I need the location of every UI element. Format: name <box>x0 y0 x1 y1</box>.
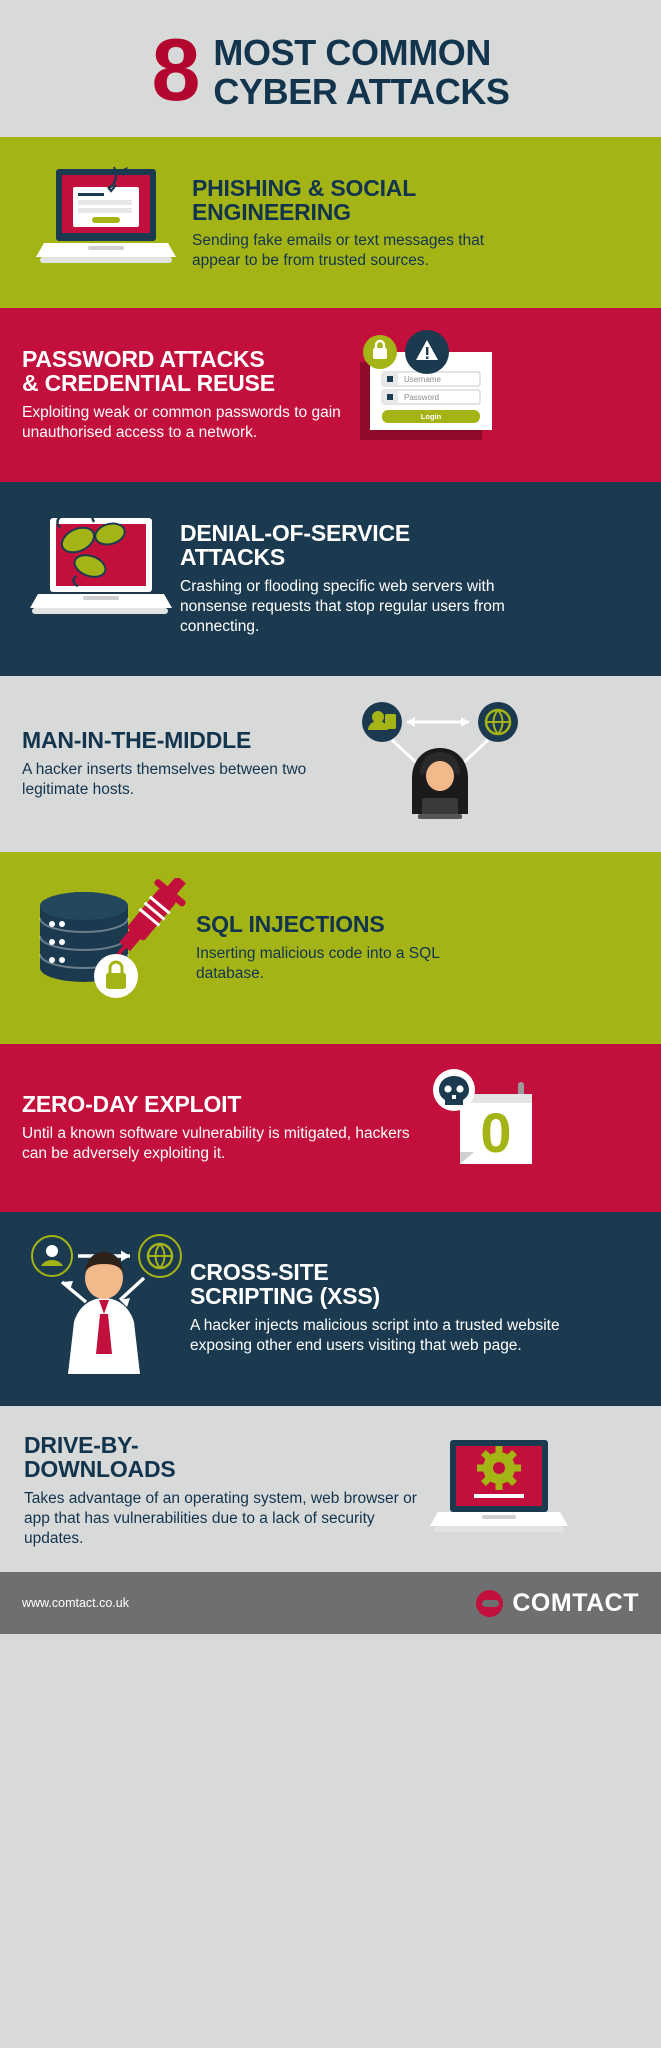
section-denial-of-service-title: DENIAL-OF-SERVICE ATTACKS <box>180 521 540 570</box>
comtact-mark-icon <box>476 1589 504 1617</box>
section-sql-injections: SQL INJECTIONS Inserting malicious code … <box>0 852 661 1045</box>
section-dos-title-line2: ATTACKS <box>180 544 286 571</box>
username-placeholder-text: Username <box>404 375 441 384</box>
section-drive-by-text: DRIVE-BY- DOWNLOADS Takes advantage of a… <box>24 1433 424 1549</box>
laptop-gear-icon <box>424 1432 574 1550</box>
section-denial-of-service-text: DENIAL-OF-SERVICE ATTACKS Crashing or fl… <box>180 521 540 637</box>
section-denial-of-service: DENIAL-OF-SERVICE ATTACKS Crashing or fl… <box>0 482 661 677</box>
section-xss-body: A hacker injects malicious script into a… <box>190 1316 560 1354</box>
section-xss-title: CROSS-SITE SCRIPTING (XSS) <box>190 1260 580 1309</box>
section-phishing-body: Sending fake emails or text messages tha… <box>192 232 485 270</box>
page-title: MOST COMMON CYBER ATTACKS <box>213 32 510 112</box>
section-drive-by-downloads: DRIVE-BY- DOWNLOADS Takes advantage of a… <box>0 1406 661 1573</box>
database-syringe-icon <box>26 878 196 1018</box>
section-mitm-title: MAN-IN-THE-MIDDLE <box>22 727 252 754</box>
section-phishing-text: PHISHING & SOCIAL ENGINEERING Sending fa… <box>192 174 522 272</box>
section-zero-day: ZERO-DAY EXPLOIT Until a known software … <box>0 1044 661 1213</box>
section-phishing-title-line2: ENGINEERING <box>192 198 351 225</box>
hacker-between-nodes-icon <box>352 700 528 828</box>
section-drive-by-title-line2: DOWNLOADS <box>24 1456 176 1483</box>
section-sql-body: Inserting malicious code into a SQL data… <box>196 944 440 982</box>
laptop-login-phishing-icon <box>26 161 186 286</box>
section-password-attacks-title-line1: PASSWORD ATTACKS <box>22 346 265 373</box>
login-form-warning-icon: Username Password Login <box>352 330 500 460</box>
brand-logo: COMTACT <box>476 1589 639 1618</box>
section-denial-of-service-body: Crashing or flooding specific web server… <box>180 577 505 635</box>
section-drive-by-title: DRIVE-BY- DOWNLOADS <box>24 1433 424 1482</box>
footer-url[interactable]: www.comtact.co.uk <box>22 1596 129 1611</box>
section-xss-title-line2: SCRIPTING (XSS) <box>190 1283 380 1310</box>
section-xss-title-line1: CROSS-SITE <box>190 1259 329 1286</box>
section-phishing-title-line1: PHISHING & SOCIAL <box>192 174 417 201</box>
header-number: 8 <box>151 20 200 119</box>
section-xss: CROSS-SITE SCRIPTING (XSS) A hacker inje… <box>0 1212 661 1407</box>
section-sql-text: SQL INJECTIONS Inserting malicious code … <box>196 912 496 984</box>
calendar-number-text: 0 <box>480 1101 511 1164</box>
section-drive-by-title-line1: DRIVE-BY- <box>24 1431 139 1458</box>
section-xss-text: CROSS-SITE SCRIPTING (XSS) A hacker inje… <box>190 1260 580 1356</box>
section-password-attacks-body: Exploiting weak or common passwords to g… <box>22 403 341 441</box>
section-dos-title-line1: DENIAL-OF-SERVICE <box>180 519 411 546</box>
user-globe-script-icon <box>20 1234 190 1382</box>
section-phishing: PHISHING & SOCIAL ENGINEERING Sending fa… <box>0 137 661 309</box>
section-zero-day-title: ZERO-DAY EXPLOIT <box>22 1091 242 1118</box>
page-footer: www.comtact.co.uk COMTACT <box>0 1572 661 1635</box>
section-zero-day-body: Until a known software vulnerability is … <box>22 1124 410 1162</box>
section-drive-by-body: Takes advantage of an operating system, … <box>24 1489 417 1547</box>
login-button-text: Login <box>421 412 442 421</box>
password-placeholder-text: Password <box>404 393 439 402</box>
section-password-attacks-title: PASSWORD ATTACKS & CREDENTIAL REUSE <box>22 347 352 396</box>
section-password-attacks-title-line2: & CREDENTIAL REUSE <box>22 370 275 397</box>
section-mitm-body: A hacker inserts themselves between two … <box>22 760 307 798</box>
laptop-bombs-icon <box>20 504 180 654</box>
section-password-attacks: PASSWORD ATTACKS & CREDENTIAL REUSE Expl… <box>0 308 661 483</box>
section-password-attacks-text: PASSWORD ATTACKS & CREDENTIAL REUSE Expl… <box>22 347 352 443</box>
section-sql-title: SQL INJECTIONS <box>196 911 385 938</box>
page-header: 8 MOST COMMON CYBER ATTACKS <box>0 0 661 138</box>
section-mitm-text: MAN-IN-THE-MIDDLE A hacker inserts thems… <box>22 728 352 800</box>
section-man-in-the-middle: MAN-IN-THE-MIDDLE A hacker inserts thems… <box>0 676 661 853</box>
page-title-line1: MOST COMMON <box>213 32 491 73</box>
section-phishing-title: PHISHING & SOCIAL ENGINEERING <box>192 174 522 225</box>
calendar-skull-icon: 0 <box>422 1068 554 1188</box>
brand-name: COMTACT <box>512 1588 639 1617</box>
section-zero-day-text: ZERO-DAY EXPLOIT Until a known software … <box>22 1092 422 1164</box>
page-title-line2: CYBER ATTACKS <box>213 70 510 112</box>
